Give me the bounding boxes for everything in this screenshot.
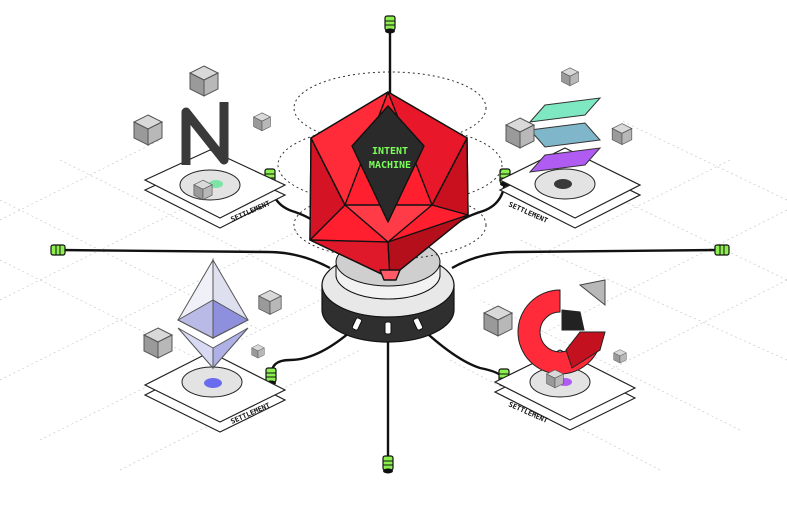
cube-icon xyxy=(134,115,162,145)
cube-icon xyxy=(190,66,218,96)
intent-machine xyxy=(310,92,468,280)
top-connector-icon xyxy=(385,16,395,34)
cube-icon xyxy=(506,118,534,148)
solana-node: SETTLEMENT xyxy=(500,68,640,228)
right-connector-icon xyxy=(715,245,729,255)
cube-icon xyxy=(612,124,632,145)
near-node: SETTLEMENT xyxy=(134,66,285,228)
left-connector-icon xyxy=(51,245,65,255)
cube-icon xyxy=(259,290,281,314)
ethereum-logo xyxy=(178,260,248,368)
cube-icon xyxy=(252,345,265,359)
cube-icon xyxy=(254,113,271,131)
cube-icon xyxy=(484,306,512,336)
machine-title-line-2: MACHINE xyxy=(369,160,411,171)
cube-icon xyxy=(144,328,172,358)
ring-logo xyxy=(518,280,605,374)
ethereum-node: SETTLEMENT xyxy=(144,260,285,432)
ring-node: SETTLEMENT xyxy=(484,280,635,430)
cube-icon xyxy=(614,350,627,364)
cube-icon xyxy=(547,370,564,388)
cube-icon xyxy=(562,68,579,86)
cube-icon xyxy=(194,180,212,200)
bottom-connector-icon xyxy=(383,456,393,474)
machine-title-line-1: INTENT xyxy=(372,146,408,157)
